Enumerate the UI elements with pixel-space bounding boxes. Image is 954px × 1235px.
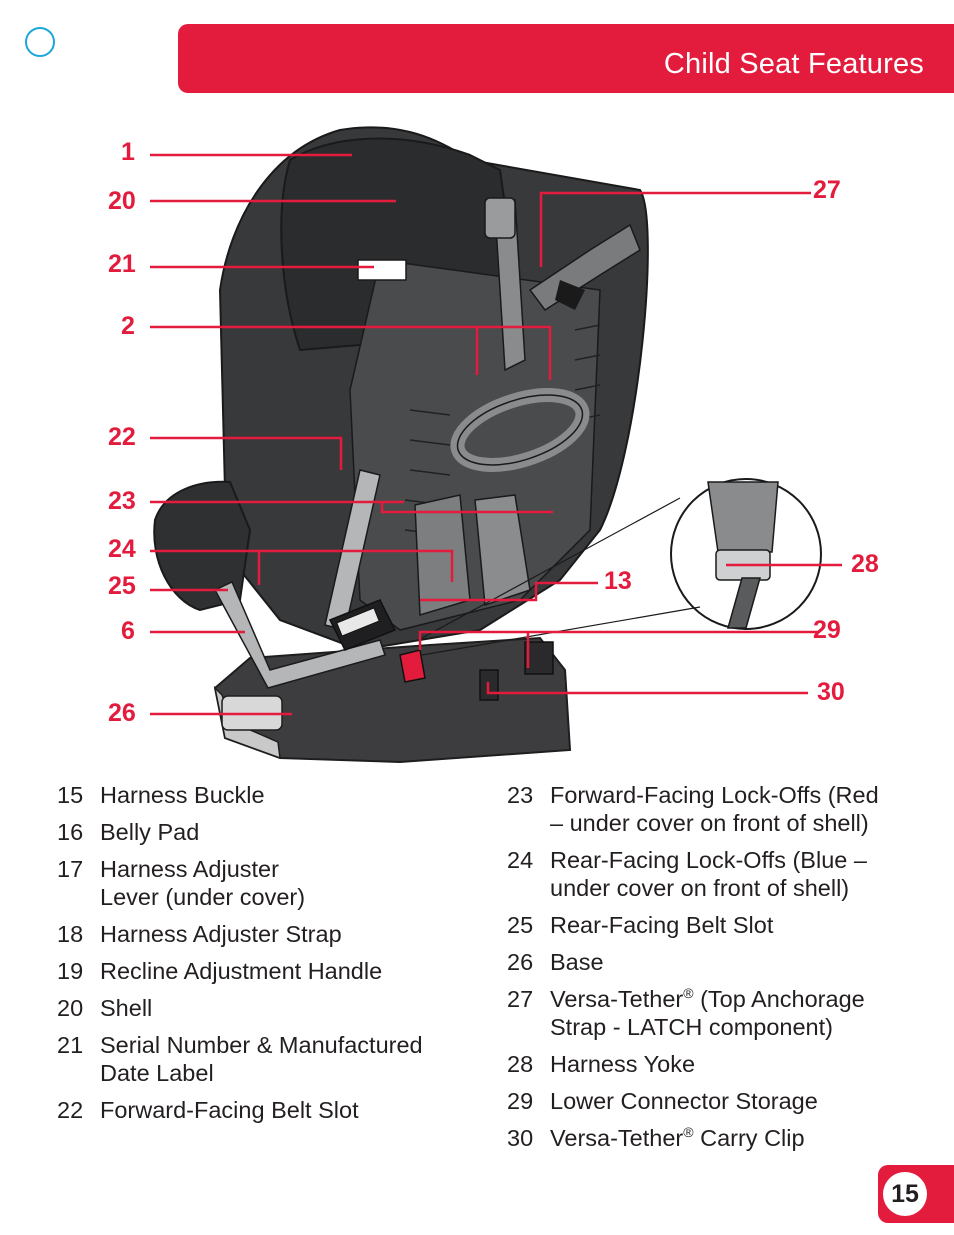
legend-item-28: 28 Harness Yoke	[507, 1051, 696, 1077]
legend-item-29: 29 Lower Connector Storage	[507, 1088, 818, 1114]
legend-right-column: 23 Forward-Facing Lock-Offs (Red– under …	[507, 781, 927, 1161]
legend-item-19: 19 Recline Adjustment Handle	[57, 958, 383, 984]
callout-29: 29	[813, 616, 841, 644]
callout-6: 6	[121, 617, 135, 645]
legend-item-22: 22 Forward-Facing Belt Slot	[57, 1097, 359, 1123]
page-title: Child Seat Features	[663, 48, 924, 80]
legend-item-25: 25 Rear-Facing Belt Slot	[507, 912, 774, 938]
corner-circle-mark	[25, 27, 55, 57]
callout-22: 22	[108, 423, 136, 451]
callout-1: 1	[121, 138, 135, 166]
header-banner: Child Seat Features	[178, 24, 954, 93]
car-seat-diagram: 1 20 21 2 22 23 24 25 6 26 27 28 13 29 3…	[0, 110, 954, 770]
seat-inner-channel	[349, 259, 601, 631]
legend-item-20: 20 Shell	[57, 995, 153, 1021]
callout-21: 21	[108, 250, 136, 278]
callout-27: 27	[813, 176, 841, 204]
callout-28: 28	[851, 550, 879, 578]
yoke-strap-lower	[727, 577, 761, 629]
callout-30: 30	[817, 678, 845, 706]
callout-2: 2	[121, 312, 135, 340]
legend-left-column: 15 Harness Buckle 16 Belly Pad 17 Harnes…	[57, 781, 477, 1133]
tether-strap	[528, 223, 641, 312]
tether-hook	[555, 280, 585, 310]
storage-clip	[399, 649, 426, 683]
callout-23: 23	[108, 487, 136, 515]
callout-25: 25	[108, 572, 136, 600]
legend-item-23: 23 Forward-Facing Lock-Offs (Red– under …	[507, 782, 879, 836]
car-seat-illustration	[150, 126, 842, 764]
serial-label-sticker	[357, 259, 407, 281]
callout-13: 13	[604, 567, 632, 595]
legend-item-16: 16 Belly Pad	[57, 819, 200, 845]
legend-item-24: 24 Rear-Facing Lock-Offs (Blue –under co…	[507, 847, 867, 901]
legend-item-18: 18 Harness Adjuster Strap	[57, 921, 342, 947]
lock-off-panel-right	[474, 494, 531, 607]
page-number-badge: 15	[878, 1165, 954, 1223]
page-number: 15	[883, 1172, 927, 1216]
callout-20: 20	[108, 187, 136, 215]
callout-24: 24	[108, 535, 136, 563]
base-gray-trim	[213, 685, 281, 760]
legend-item-30: 30 Versa-Tether® Carry Clip	[507, 1124, 805, 1151]
legend-item-26: 26 Base	[507, 949, 604, 975]
metal-frame-bar	[213, 580, 386, 689]
harness-strap-buckle	[484, 197, 516, 239]
yoke-strap-upper	[707, 481, 779, 553]
legend-item-15: 15 Harness Buckle	[57, 782, 265, 808]
callout-26: 26	[108, 699, 136, 727]
lower-connector-button	[336, 607, 380, 637]
